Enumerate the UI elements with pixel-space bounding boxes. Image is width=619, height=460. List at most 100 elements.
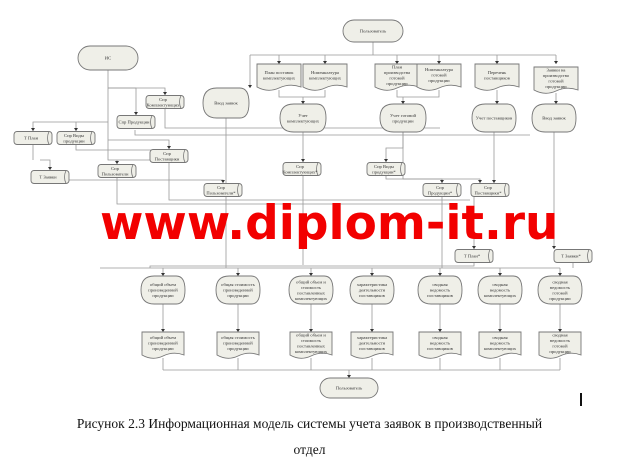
node-label: комплектующих <box>295 349 328 354</box>
node-label: поставщиков <box>359 346 385 351</box>
arrow-head <box>309 329 313 332</box>
connector-line <box>49 179 224 184</box>
arrow-head <box>552 246 556 249</box>
node-label: Спр Виды <box>374 164 394 169</box>
connector-line <box>116 178 455 205</box>
arrow-head <box>161 329 165 332</box>
node-label: деятельности <box>359 341 386 346</box>
arrow-head <box>384 159 388 162</box>
arrow-head <box>48 167 52 170</box>
arrow-head <box>554 101 558 104</box>
node-label: Номенклатура <box>311 70 339 75</box>
storage-s2: Спр Продукции <box>116 115 156 129</box>
connector-line <box>134 130 530 136</box>
node-label: Спр Виды <box>64 133 84 138</box>
node-label: продукции <box>227 346 249 351</box>
figure-caption-line1: Рисунок 2.3 Информационная модель систем… <box>76 416 543 431</box>
arrow-head <box>558 329 562 332</box>
text-cursor <box>580 393 582 406</box>
connector-line <box>396 90 440 98</box>
process-p0: Ввод заявок <box>202 87 250 119</box>
node-label: комплектующих <box>484 346 517 351</box>
terminal-user_top: Пользователь <box>342 19 404 43</box>
node-label: общий объем и <box>296 332 326 337</box>
terminal-is: ИС <box>77 45 139 71</box>
node-label: производство <box>543 73 570 78</box>
node-label: продукции <box>63 138 85 143</box>
node-label: Ввод заявок <box>542 116 566 121</box>
arrow-head <box>370 273 374 276</box>
node-label: поставщиков <box>484 75 510 80</box>
storage-s14: Т Заявки* <box>553 249 593 263</box>
node-label: поставленных <box>297 343 325 348</box>
node-label: готовой <box>389 75 405 80</box>
connector-line <box>108 87 166 95</box>
node-label: производства <box>384 70 410 75</box>
arrow-head <box>161 273 165 276</box>
node-label: сводная <box>432 282 448 287</box>
node-label: Пользователь <box>360 29 387 34</box>
node-label: ведомость <box>430 288 450 293</box>
node-label: Учет поставщиков <box>476 116 513 121</box>
arrow-head <box>31 128 35 131</box>
node-label: комплектующих <box>295 296 328 301</box>
connector-line <box>32 121 108 131</box>
connector-line <box>385 132 404 162</box>
node-label: Т Заявки* <box>561 254 581 259</box>
connector-line <box>108 139 170 149</box>
node-label: продукции <box>549 349 571 354</box>
node-label: готовой <box>548 78 564 83</box>
watermark: www.diplom-it.ru <box>100 196 559 251</box>
node-label: Учет <box>298 113 308 118</box>
node-label: продукции <box>152 293 174 298</box>
node-label: ведомость <box>550 338 570 343</box>
connector-line <box>108 87 137 115</box>
arrow-head <box>309 273 313 276</box>
arrow-head <box>248 85 252 88</box>
node-label: Пользователи <box>102 171 129 176</box>
node-label: сводная <box>492 335 508 340</box>
arrow-head <box>323 61 327 64</box>
node-label: характеристика <box>357 335 387 340</box>
arrow-head <box>74 128 78 131</box>
terminal-user_bottom: Пользователь <box>319 377 379 399</box>
node-label: Пользователь <box>336 386 363 391</box>
arrow-head <box>554 61 558 64</box>
connector-line <box>75 145 160 151</box>
node-label: ведомость <box>490 288 510 293</box>
arrow-head <box>347 375 351 378</box>
node-label: Т План <box>24 136 39 141</box>
node-label: стоимость <box>301 285 321 290</box>
node-label: Т План* <box>464 254 481 259</box>
node-label: Комплектующих* <box>282 169 318 174</box>
node-label: Спр <box>159 97 168 102</box>
node-label: ведомость <box>490 341 510 346</box>
node-label: Учет готовой <box>390 113 416 118</box>
arrow-head <box>134 112 138 115</box>
node-label: Заявки на <box>547 67 566 72</box>
node-label: поставщиков <box>427 293 453 298</box>
node-label: Спр Продукции <box>119 120 151 125</box>
node-label: произведенной <box>223 341 253 346</box>
storage-s13: Т План* <box>454 249 494 263</box>
node-label: Пользователи* <box>206 190 236 195</box>
